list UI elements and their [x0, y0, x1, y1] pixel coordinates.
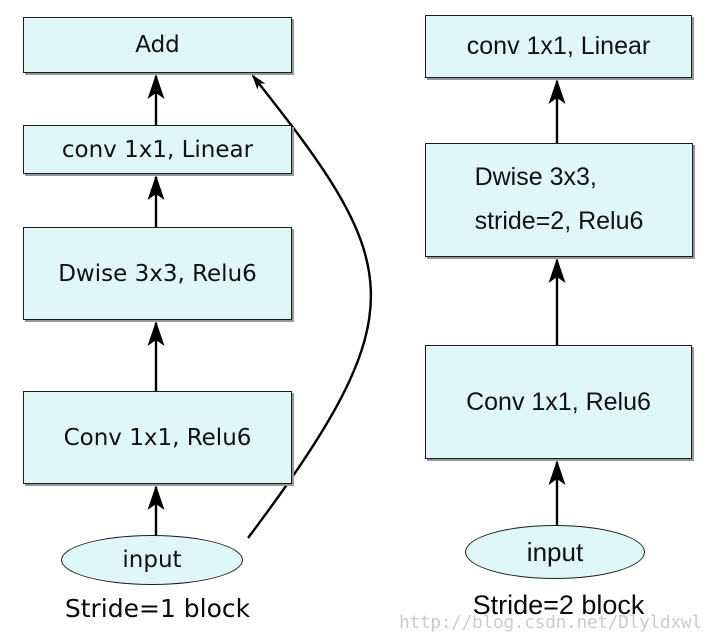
node-conv1x1-linear-s1: conv 1x1, Linear [23, 125, 292, 174]
node-dwise3x3-stride2-s2-label: Dwise 3x3, stride=2, Relu6 [474, 163, 644, 235]
caption-stride2-block: Stride=2 block [472, 590, 645, 620]
node-conv1x1-relu6-s2-label: Conv 1x1, Relu6 [466, 387, 651, 416]
node-conv1x1-linear-s1-label: conv 1x1, Linear [61, 136, 254, 163]
node-add-label: Add [135, 32, 180, 58]
node-conv1x1-linear-s2-label: conv 1x1, Linear [466, 32, 651, 60]
node-conv1x1-linear-s2: conv 1x1, Linear [425, 15, 692, 78]
node-dwise3x3-stride2-s2: Dwise 3x3, stride=2, Relu6 [425, 143, 693, 257]
node-input-s2-label: input [526, 536, 584, 567]
node-add: Add [23, 17, 292, 73]
node-dwise3x3-s1-label: Dwise 3x3, Relu6 [58, 260, 257, 287]
node-input-s1: input [61, 535, 243, 585]
node-input-s2: input [465, 525, 645, 579]
node-conv1x1-relu6-s2: Conv 1x1, Relu6 [425, 345, 692, 459]
node-input-s1-label: input [122, 547, 182, 573]
caption-stride1-block: Stride=1 block [64, 594, 251, 623]
watermark-url: http://blog.csdn.net/Dlyldxwl [399, 612, 702, 633]
node-dwise3x3-s1: Dwise 3x3, Relu6 [23, 227, 292, 320]
node-conv1x1-relu6-s1: Conv 1x1, Relu6 [23, 391, 292, 484]
node-conv1x1-relu6-s1-label: Conv 1x1, Relu6 [63, 424, 252, 451]
